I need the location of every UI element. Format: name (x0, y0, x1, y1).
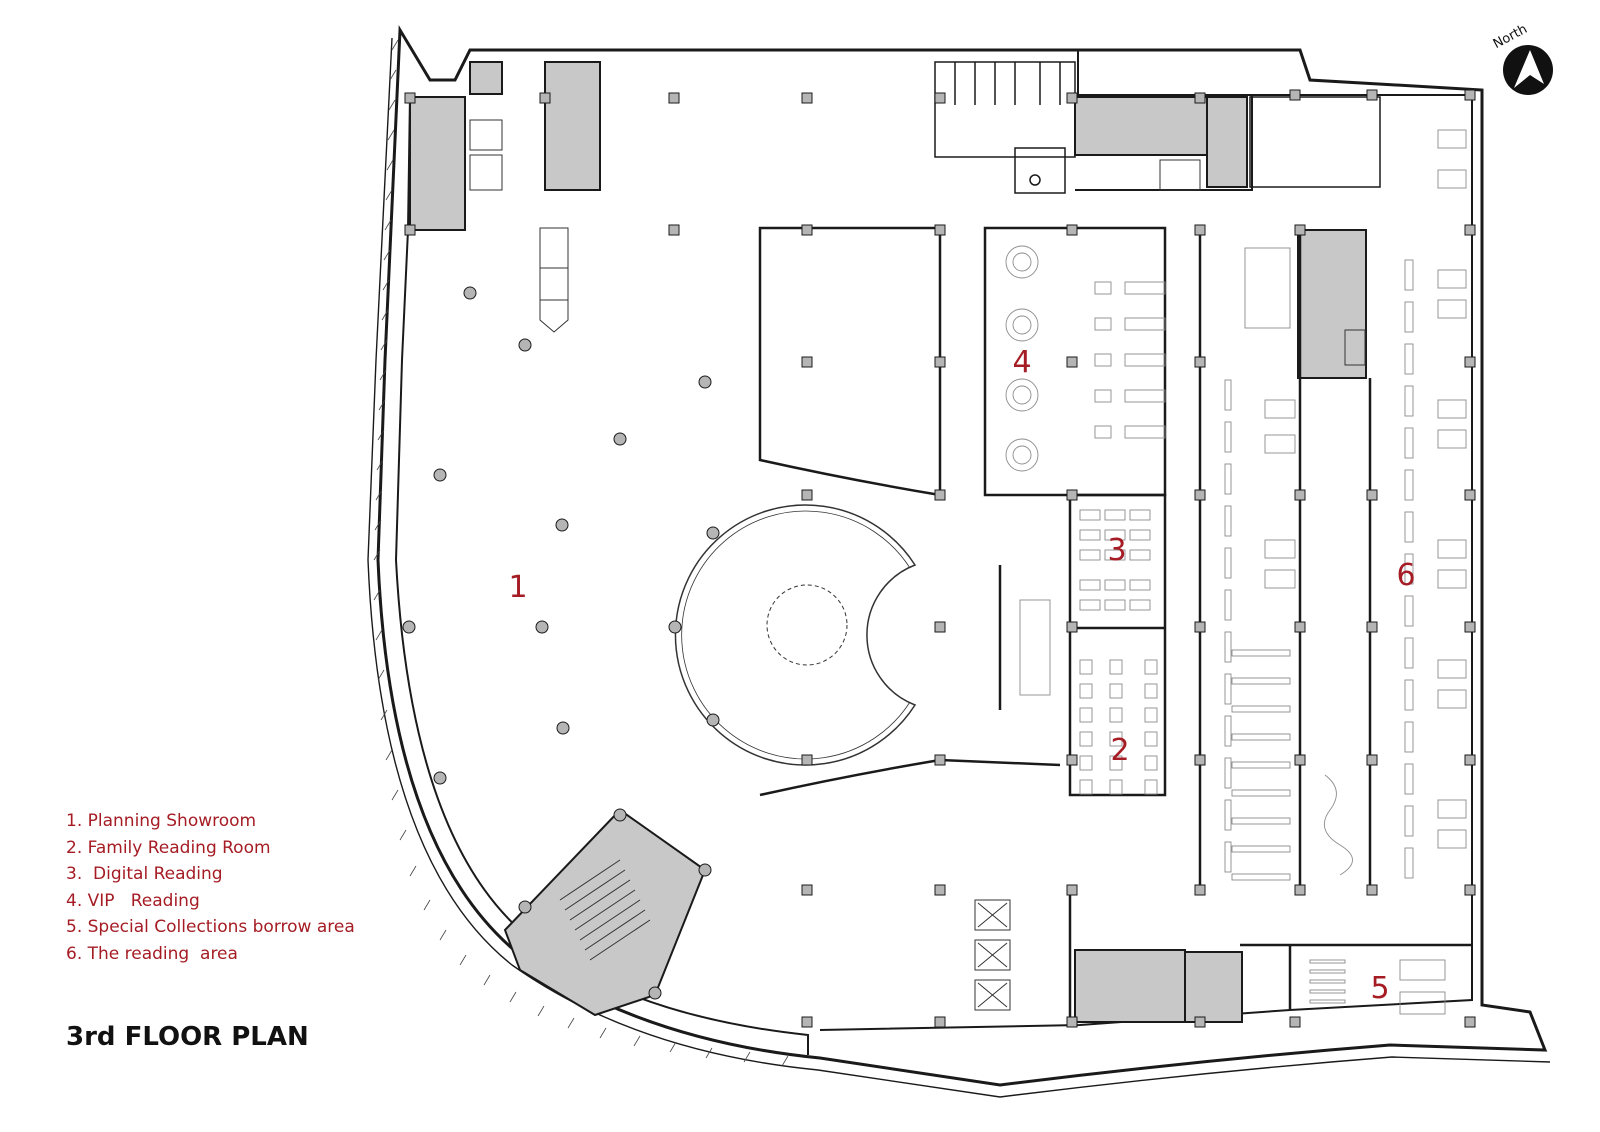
north-arrow: North (1491, 22, 1553, 95)
building-outline (367, 24, 1551, 1098)
room-number-6: 6 (1396, 558, 1415, 593)
square-columns (404, 89, 1476, 1028)
core-details (469, 119, 1366, 1011)
room-number-5: 5 (1370, 971, 1389, 1006)
room-number-4: 4 (1012, 345, 1031, 380)
furniture (1005, 129, 1467, 1015)
page-title: 3rd FLOOR PLAN (66, 1022, 309, 1052)
round-columns (402, 286, 720, 1000)
legend-item: 2. Family Reading Room (66, 837, 271, 858)
interior-walls (758, 225, 1472, 1022)
room-number-2: 2 (1110, 733, 1129, 768)
room-number-1: 1 (508, 570, 527, 605)
atrium (674, 504, 917, 766)
legend: 1. Planning Showroom 2. Family Reading R… (66, 808, 355, 967)
legend-item: 6. The reading area (66, 943, 238, 964)
room-labels: 1 2 3 4 5 6 (508, 345, 1415, 1006)
legend-item: 1. Planning Showroom (66, 811, 257, 831)
service-cores (409, 61, 1367, 1023)
room-number-3: 3 (1107, 533, 1126, 568)
legend-item: 5. Special Collections borrow area (66, 917, 355, 937)
curtain-wall-hatch (373, 39, 789, 1067)
legend-item: 4. VIP Reading (66, 890, 200, 911)
legend-item: 3. Digital Reading (66, 864, 223, 884)
toilet-block (934, 61, 1381, 194)
